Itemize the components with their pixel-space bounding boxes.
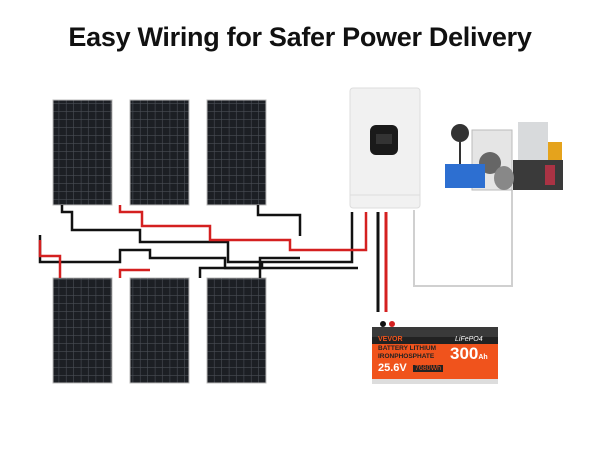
tablet-icon [548,142,562,160]
battery-chemistry: LiFePO4 [455,336,483,343]
solar-panel-bottom-3 [206,277,267,384]
battery-energy: 7680Wh [413,365,444,372]
capacity-unit: Ah [478,354,488,361]
battery [372,321,498,384]
solar-panel-bottom-1 [52,277,113,384]
battery-voltage: 25.6V [378,362,407,374]
capacity-value: 300 [450,344,479,363]
battery-brand: VEVOR [378,336,403,343]
appliances-group [445,122,563,191]
refrigerator-icon [518,122,548,162]
monitor-icon [445,164,485,188]
pv-wiring [38,190,513,312]
solar-panel-bottom-2 [129,277,190,384]
page-title: Easy Wiring for Safer Power Delivery [68,22,532,52]
rice-cooker-icon [494,166,514,190]
battery-capacity: 300Ah [450,344,488,364]
fan-icon [451,124,469,142]
microwave-icon [513,160,563,190]
solar-panel-top-2 [129,99,190,206]
blender-icon [545,165,555,185]
battery-line1: BATTERY LITHIUM [378,345,437,352]
solar-panel-top-1 [52,99,113,206]
inverter [349,87,421,209]
solar-panel-top-3 [206,99,267,206]
battery-line2: IRONPHOSPHATE [378,353,435,360]
